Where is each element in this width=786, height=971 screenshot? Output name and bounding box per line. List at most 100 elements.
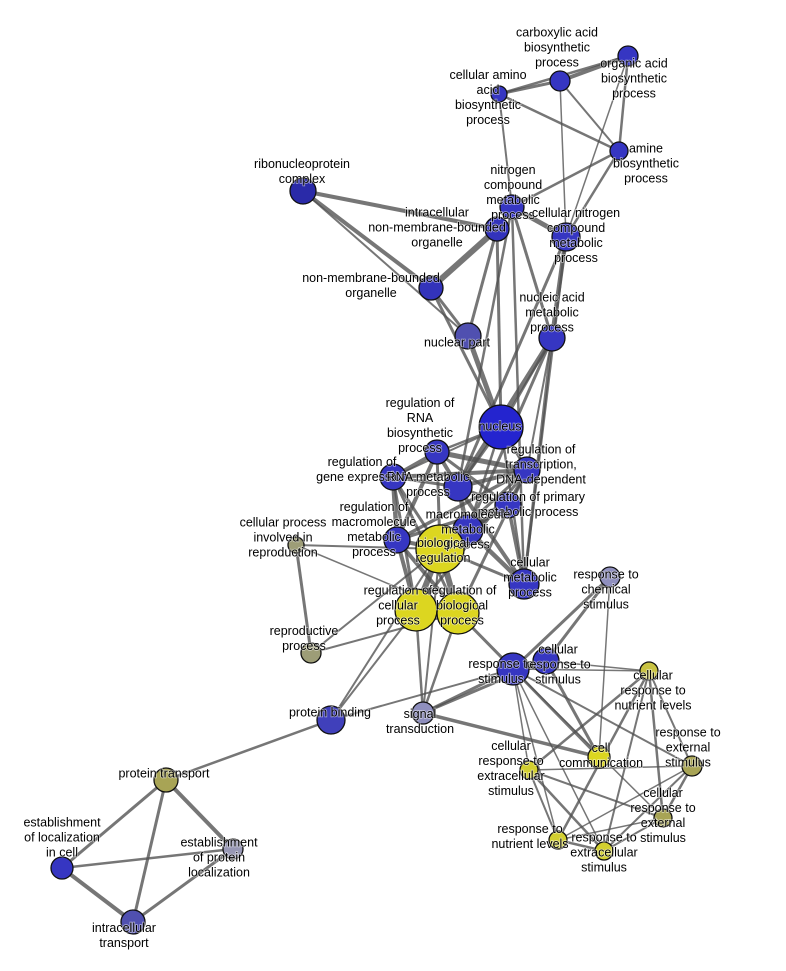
edge-regulation-of-rna-biosynthetic-process--regulation-of-macromolecule-metabolic-process (395, 451, 439, 541)
node-cellular-response-to-extracellular-stimulus[interactable] (519, 760, 539, 780)
node-establishment-of-protein-localization[interactable] (222, 838, 244, 860)
node-intracellular-non-membrane-bounded-organelle[interactable] (484, 216, 510, 242)
node-label-line: biosynthetic (601, 71, 667, 85)
node-label-line: biosynthetic (387, 426, 453, 440)
node-label-line: biological (436, 598, 488, 612)
node-biological-regulation[interactable] (415, 524, 465, 574)
label-intracellular-non-membrane-bounded-organelle: intracellularnon-membrane-boundedorganel… (367, 205, 506, 251)
node-intracellular-transport[interactable] (120, 909, 146, 935)
node-label-line: response to (571, 830, 636, 844)
node-regulation-of-biological-process[interactable] (436, 591, 480, 635)
node-amine-biosynthetic-process[interactable] (609, 141, 629, 161)
node-non-membrane-bounded-organelle[interactable] (418, 275, 444, 301)
node-cellular-process-involved-in-reproduction[interactable] (287, 536, 305, 554)
node-response-to-nutrient-levels[interactable] (548, 830, 568, 850)
node-rna-metabolic-process[interactable] (443, 472, 473, 502)
edge-response-to-nutrient-levels--cellular-response-to-external-stimulus (557, 817, 664, 841)
node-label-line: RNA metabolic (387, 470, 470, 484)
node-cellular-amino-acid-biosynthetic-process[interactable] (490, 85, 508, 103)
node-reproductive-process[interactable] (300, 642, 322, 664)
node-label-line: cellular process (240, 515, 327, 529)
node-label-line: organic acid (600, 56, 667, 70)
node-label-line: process (612, 86, 656, 100)
node-label-line: protein binding (289, 705, 371, 719)
node-protein-binding[interactable] (316, 705, 346, 735)
node-response-to-external-stimulus[interactable] (681, 755, 703, 777)
node-cellular-response-to-stimulus[interactable] (532, 647, 560, 675)
node-label-line: regulation of (386, 396, 455, 410)
node-label-line: regulation of primary (471, 490, 586, 504)
node-response-to-chemical-stimulus[interactable] (599, 566, 621, 588)
node-label-line: ribonucleoprotein (254, 157, 350, 171)
node-regulation-of-primary-metabolic-process[interactable] (494, 491, 522, 519)
edge-rna-metabolic-process--cellular-metabolic-process (456, 485, 526, 586)
edge-carboxylic-acid-biosynthetic-process--cellular-nitrogen-compound-metabolic-process (559, 80, 567, 238)
edge-ribonucleoprotein-complex--nuclear-part (302, 190, 469, 337)
node-label-line: nutrient levels (614, 698, 691, 712)
node-nucleic-acid-metabolic-process[interactable] (538, 324, 566, 352)
edge-protein-transport--establishment-of-localization-in-cell (61, 778, 167, 870)
node-label-line: DNA-dependent (496, 472, 586, 486)
node-regulation-of-transcription-dna-dependent[interactable] (513, 456, 541, 484)
edge-regulation-of-macromolecule-metabolic-process--regulation-of-primary-metabolic-process (396, 503, 509, 542)
node-regulation-of-macromolecule-metabolic-process[interactable] (383, 526, 411, 554)
node-protein-transport[interactable] (153, 767, 179, 793)
node-label-line: gene expression (316, 470, 408, 484)
edge-cellular-nitrogen-compound-metabolic-process--rna-metabolic-process (456, 236, 568, 488)
node-label-line: nuclear part (424, 335, 491, 349)
node-label-line: process (376, 613, 420, 627)
edge-cellular-response-to-nutrient-levels--response-to-extracellular-stimulus (603, 670, 650, 852)
node-label-line: nitrogen (490, 163, 535, 177)
node-organic-acid-biosynthetic-process[interactable] (617, 45, 639, 67)
node-label-line: metabolic (486, 193, 540, 207)
node-label-line: RNA (407, 411, 434, 425)
node-cell-communication[interactable] (587, 745, 611, 769)
node-label-line: complex (279, 172, 326, 186)
node-label-line: transcription, (505, 457, 577, 471)
node-carboxylic-acid-biosynthetic-process[interactable] (549, 70, 571, 92)
edge-response-to-stimulus--response-to-external-stimulus (512, 668, 693, 767)
node-signal-transduction[interactable] (411, 701, 435, 725)
node-label-line: of localization (24, 830, 100, 844)
node-label-line: stimulus (581, 860, 627, 874)
node-ribonucleoprotein-complex[interactable] (289, 177, 317, 205)
node-cellular-metabolic-process[interactable] (508, 568, 540, 600)
node-label-line: nucleus (478, 419, 521, 433)
edge-intracellular-non-membrane-bounded-organelle--nuclear-part (466, 228, 499, 337)
node-cellular-nitrogen-compound-metabolic-process[interactable] (551, 222, 581, 252)
node-label-line: regulation (416, 551, 471, 565)
node-cellular-response-to-external-stimulus[interactable] (653, 808, 673, 828)
node-label-line: organelle (411, 235, 462, 249)
node-label-line: metabolic (347, 530, 401, 544)
node-response-to-extracellular-stimulus[interactable] (594, 841, 614, 861)
node-nitrogen-compound-metabolic-process[interactable] (499, 194, 525, 220)
node-nuclear-part[interactable] (454, 322, 482, 350)
label-nucleus: nucleus (478, 419, 523, 435)
edge-cellular-response-to-extracellular-stimulus--response-to-extracellular-stimulus (528, 769, 605, 852)
node-label-line: cellular (510, 555, 550, 569)
edge-cellular-response-to-extracellular-stimulus--response-to-nutrient-levels (528, 769, 559, 841)
node-cellular-response-to-nutrient-levels[interactable] (639, 661, 659, 681)
node-establishment-of-localization-in-cell[interactable] (50, 856, 74, 880)
node-response-to-stimulus[interactable] (496, 652, 530, 686)
edge-cellular-response-to-nutrient-levels--cellular-response-to-extracellular-stimulus (528, 670, 650, 771)
node-label-line: signal (404, 707, 437, 721)
node-label-line: external (641, 816, 685, 830)
node-regulation-of-rna-biosynthetic-process[interactable] (424, 439, 450, 465)
node-label-line: biosynthetic (455, 98, 521, 112)
node-nucleus[interactable] (478, 404, 524, 450)
node-regulation-of-gene-expression[interactable] (379, 463, 407, 491)
node-label-line: cellular (633, 668, 673, 682)
